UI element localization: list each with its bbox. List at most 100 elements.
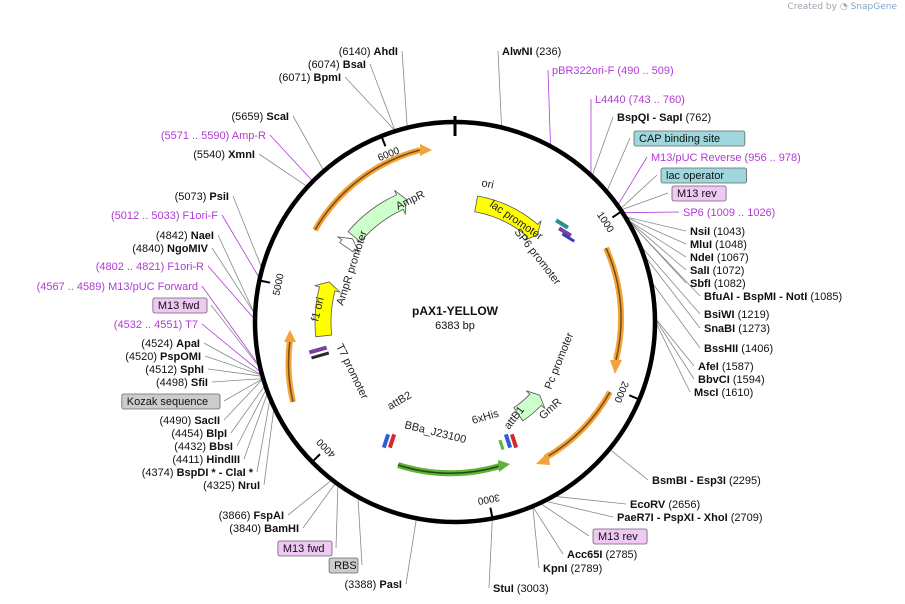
- lac-sp6-glyphs: [555, 218, 575, 243]
- left-label-27: M13 fwd: [277, 540, 333, 557]
- right-label-1: pBR322ori-F (490 .. 509): [552, 65, 674, 77]
- svg-text:SnaBI (1273): SnaBI (1273): [704, 323, 770, 335]
- right-label-13: SbfI (1082): [690, 278, 746, 290]
- attb2-label: attB2: [386, 389, 414, 412]
- ampr-label: AmpR: [394, 188, 427, 212]
- tick-label-3000: 3000: [476, 491, 500, 506]
- svg-text:pBR322ori-F (490 .. 509): pBR322ori-F (490 .. 509): [552, 65, 674, 77]
- left-label-25: (3866) FspAI: [219, 510, 284, 522]
- left-label-14: (4524) ApaI: [141, 338, 200, 350]
- left-label-3: (5659) ScaI: [232, 111, 290, 123]
- credit-brand: SnapGene: [850, 2, 897, 12]
- left-label-26: (3840) BamHI: [229, 523, 299, 535]
- svg-text:RBS: RBS: [334, 560, 357, 572]
- leader-left-7: [221, 214, 259, 277]
- svg-text:SP6 (1009 .. 1026): SP6 (1009 .. 1026): [683, 207, 775, 219]
- gmr-arrow: [513, 390, 546, 422]
- left-label-11: (4567 .. 4589) M13/pUC Forward: [37, 281, 198, 293]
- left-label-29: (3388) PasI: [345, 579, 403, 591]
- leader-left-8: [217, 234, 254, 312]
- leader-left-3: [292, 115, 324, 170]
- leader-right-10: [628, 217, 687, 245]
- plasmid-name: pAX1-YELLOW: [412, 304, 499, 318]
- snapgene-logo-icon: ◔: [839, 2, 848, 12]
- t7-direction-arrowhead: [284, 330, 296, 342]
- ampr-direction-arrow-core: [314, 149, 421, 231]
- left-label-19: (4490) SacII: [159, 415, 220, 427]
- leader-left-6: [232, 195, 262, 267]
- credit-prefix: Created by: [787, 2, 837, 12]
- leader-left-23: [256, 401, 270, 473]
- left-label-16: (4512) SphI: [145, 364, 204, 376]
- tick-label-5000: 5000: [271, 272, 286, 296]
- svg-text:SbfI (1082): SbfI (1082): [690, 278, 746, 290]
- site-labels: AlwNI (236) pBR322ori-F (490 .. 509) L4440…: [37, 46, 843, 595]
- right-label-24: M13 rev: [592, 528, 648, 545]
- right-label-0: AlwNI (236): [502, 46, 561, 58]
- leader-left-9: [211, 247, 254, 312]
- leader-right-6: [621, 174, 658, 209]
- ampr-arrow: [347, 189, 407, 243]
- leader-left-12: [210, 304, 258, 366]
- svg-text:EcoRV (2656): EcoRV (2656): [630, 499, 700, 511]
- leader-left-5: [258, 153, 307, 186]
- svg-text:L4440 (743 .. 760): L4440 (743 .. 760): [595, 94, 685, 106]
- sp6-direction-arrow-core: [605, 247, 622, 361]
- leader-left-29: [405, 520, 417, 585]
- pc-promoter-label: Pc promoter: [543, 331, 577, 391]
- svg-text:(4454) BlpI: (4454) BlpI: [171, 428, 227, 440]
- right-label-11: NdeI (1067): [690, 252, 749, 264]
- t7-promoter-label: T7 promoter: [333, 342, 370, 401]
- svg-text:(6140) AhdI: (6140) AhdI: [339, 46, 398, 58]
- pc-direction-arrow-core: [544, 391, 611, 459]
- right-label-14: BfuAI - BspMI - NotI (1085): [704, 291, 842, 303]
- t7-direction-arrow-core: [287, 339, 294, 403]
- svg-text:NdeI (1067): NdeI (1067): [690, 252, 749, 264]
- svg-text:(4520) PspOMI: (4520) PspOMI: [125, 351, 201, 363]
- leader-right-5: [618, 156, 648, 204]
- svg-text:(5540) XmnI: (5540) XmnI: [193, 149, 255, 161]
- ori-label: ori: [480, 177, 494, 191]
- svg-text:AlwNI (236): AlwNI (236): [502, 46, 561, 58]
- leader-right-24: [541, 504, 590, 537]
- left-label-9: (4840) NgoMIV: [132, 243, 208, 255]
- leader-right-15: [642, 248, 701, 315]
- leader-right-4: [607, 137, 631, 190]
- svg-text:MscI (1610): MscI (1610): [694, 387, 753, 399]
- svg-text:AfeI (1587): AfeI (1587): [698, 361, 754, 373]
- snapgene-credit: Created by ◔ SnapGene: [787, 2, 897, 12]
- left-label-24: (4325) NruI: [203, 480, 260, 492]
- pc-direction-arrowhead: [536, 452, 550, 465]
- svg-text:(4567 .. 4589) M13/pUC Forwar: (4567 .. 4589) M13/pUC Forward: [37, 281, 198, 293]
- left-label-22: (4411) HindIII: [172, 454, 240, 466]
- leader-left-27: [335, 486, 339, 549]
- leader-right-22: [556, 496, 627, 505]
- leader-lines: [201, 50, 701, 589]
- right-label-15: BsiWI (1219): [704, 309, 769, 321]
- leader-left-26: [302, 483, 335, 529]
- svg-text:KpnI (2789): KpnI (2789): [543, 563, 602, 575]
- svg-text:(5012 .. 5033) F1ori-F: (5012 .. 5033) F1ori-F: [111, 210, 218, 222]
- tick-6000: [381, 137, 387, 147]
- svg-text:(4411) HindIII: (4411) HindIII: [172, 454, 240, 466]
- svg-text:(3840) BamHI: (3840) BamHI: [229, 523, 299, 535]
- leader-right-3: [592, 116, 614, 175]
- svg-text:PaeR7I - PspXI - XhoI (270: PaeR7I - PspXI - XhoI (2709): [617, 512, 763, 524]
- leader-right-23: [547, 501, 614, 518]
- right-label-26: KpnI (2789): [543, 563, 602, 575]
- right-label-20: MscI (1610): [694, 387, 753, 399]
- leader-left-16: [207, 368, 261, 377]
- 6xhis-label: 6xHis: [471, 408, 501, 427]
- leader-right-14: [631, 224, 701, 297]
- left-label-15: (4520) PspOMI: [125, 351, 201, 363]
- svg-text:M13 fwd: M13 fwd: [158, 300, 200, 312]
- leader-left-25: [287, 480, 331, 516]
- right-label-2: L4440 (743 .. 760): [595, 94, 685, 106]
- leader-right-0: [497, 50, 502, 126]
- left-label-23: (4374) BspDI * - ClaI *: [142, 467, 254, 479]
- left-label-21: (4432) BbsI: [174, 441, 233, 453]
- leader-right-20: [656, 324, 691, 393]
- svg-text:(3388) PasI: (3388) PasI: [345, 579, 403, 591]
- leader-left-13: [201, 323, 260, 371]
- left-label-4: (5571 .. 5590) Amp-R: [161, 130, 266, 142]
